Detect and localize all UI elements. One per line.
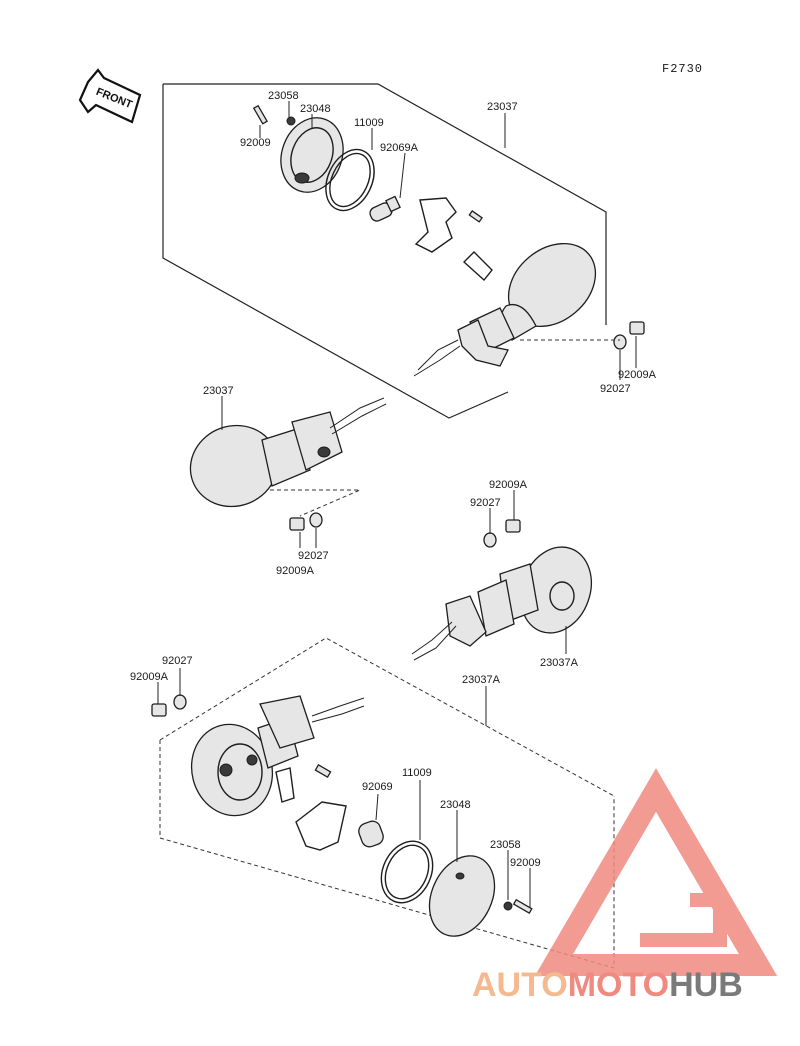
label-top-screw-b: 92009 [240, 137, 271, 149]
right-bolt [483, 519, 521, 548]
watermark-text: AUTOMOTOHUB [472, 966, 743, 1004]
right-signal-body [411, 546, 592, 661]
label-low-bolt: 92009A [130, 671, 169, 683]
part-labels: 23037 23058 23048 92009 11009 92069A 920… [130, 90, 657, 869]
watermark-logo-icon [534, 768, 778, 976]
watermark-auto: AUTO [472, 966, 568, 1004]
mid-signal-body [189, 397, 387, 508]
low-signal-body [190, 695, 365, 817]
label-top-bulb: 92069A [380, 142, 419, 154]
top-socket-bracket [414, 197, 493, 282]
watermark-moto: MOTO [568, 966, 669, 1004]
top-screw [252, 104, 296, 126]
label-low-lens: 23048 [440, 799, 471, 811]
label-mid-bolt: 92009A [276, 565, 315, 577]
label-low-washer: 92027 [162, 655, 193, 667]
top-signal-body [413, 242, 597, 377]
label-mid-washer: 92027 [298, 550, 329, 562]
label-low-gasket: 11009 [402, 767, 432, 779]
top-gasket [325, 148, 375, 212]
label-top-gasket: 11009 [354, 117, 384, 129]
top-bulb [369, 195, 401, 222]
watermark-hub: HUB [669, 966, 743, 1004]
top-lens [280, 117, 344, 193]
label-top-screw-a: 23058 [268, 90, 299, 102]
label-right-assy: 23037A [540, 657, 579, 669]
leader-lines [157, 101, 637, 908]
label-low-screw-b: 92009 [510, 857, 541, 869]
label-mid-assy: 23037 [203, 385, 234, 397]
low-bolt [151, 694, 187, 717]
label-top-assy: 23037 [487, 101, 518, 113]
low-bracket [275, 764, 347, 851]
label-low-assy: 23037A [462, 674, 501, 686]
front-arrow-icon: FRONT [78, 68, 142, 124]
label-right-washer: 92027 [470, 497, 501, 509]
label-top-washer: 92027 [600, 383, 631, 395]
low-lens [428, 855, 496, 937]
label-low-screw-a: 23058 [490, 839, 521, 851]
label-top-bolt: 92009A [618, 369, 657, 381]
low-screw [503, 898, 533, 914]
low-bulb [358, 820, 384, 848]
figure-code: F2730 [662, 62, 703, 76]
top-assembly-frame [162, 83, 607, 419]
top-bolt [520, 321, 645, 350]
mid-bolt [289, 512, 323, 531]
label-top-lens: 23048 [300, 103, 331, 115]
label-low-bulb: 92069 [362, 781, 393, 793]
low-gasket [380, 840, 434, 904]
label-right-bolt: 92009A [489, 479, 528, 491]
lower-assembly-frame [159, 637, 615, 969]
